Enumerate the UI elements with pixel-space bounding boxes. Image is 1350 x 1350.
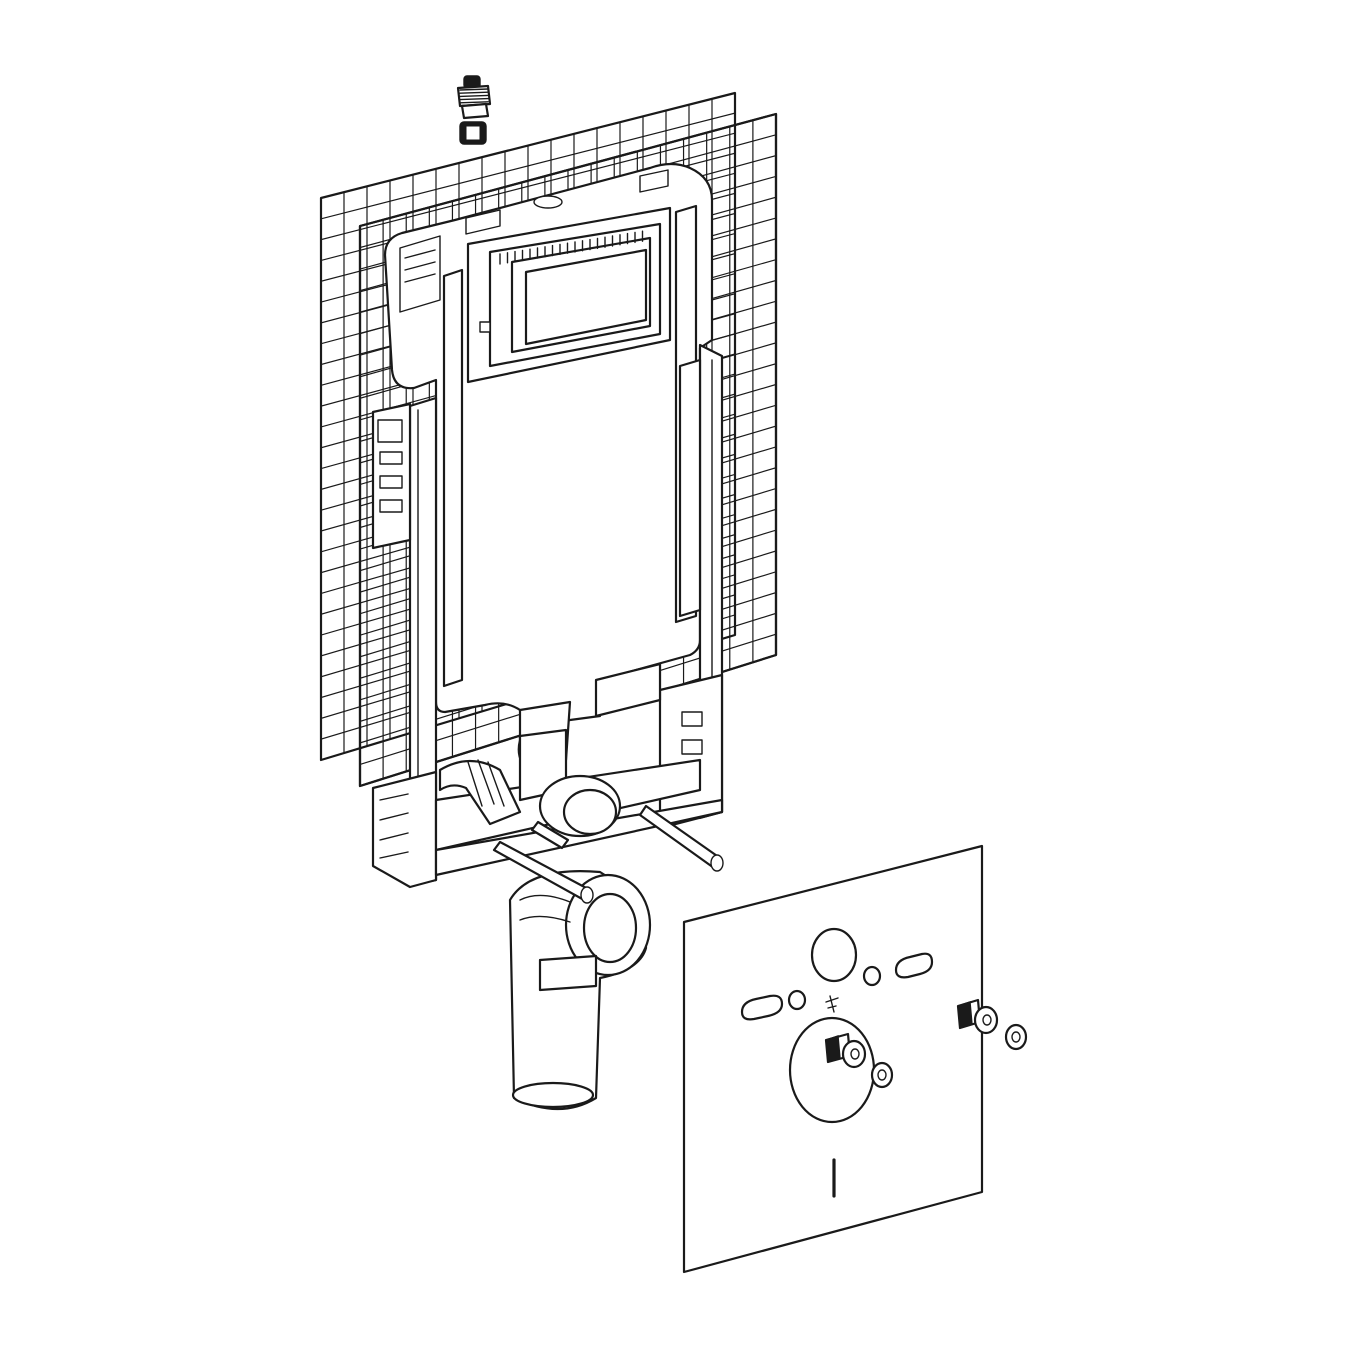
drain-elbow xyxy=(438,728,652,1111)
valve-connector xyxy=(456,75,492,145)
mesh-line xyxy=(321,132,735,241)
valve-rib xyxy=(459,91,489,94)
valve-rib xyxy=(459,97,489,101)
wall-bolts xyxy=(824,998,1028,1089)
mesh-line xyxy=(321,112,735,220)
valve-rib xyxy=(459,101,489,104)
valve-rib xyxy=(459,94,489,98)
actuator-opening xyxy=(466,206,672,384)
valve-rib xyxy=(459,88,489,91)
mesh-line xyxy=(321,93,735,199)
threaded-rods xyxy=(492,804,724,904)
